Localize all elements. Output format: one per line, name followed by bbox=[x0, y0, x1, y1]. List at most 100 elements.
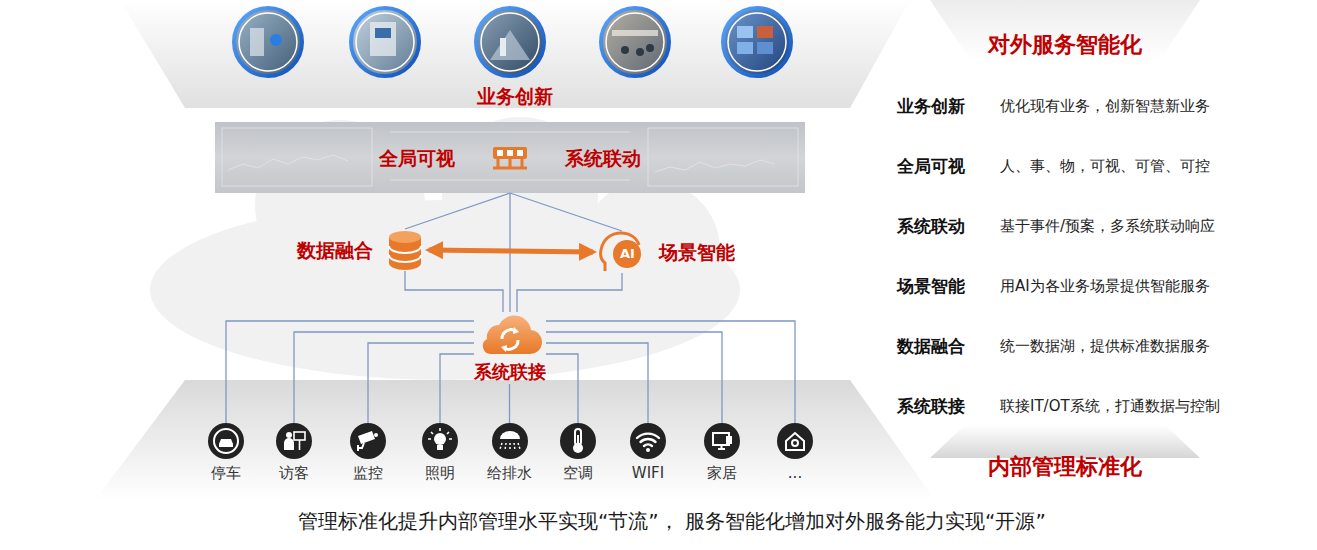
decor-svg bbox=[492, 423, 528, 459]
decor-rect bbox=[375, 28, 391, 38]
connector-line bbox=[517, 273, 622, 312]
decor-rect bbox=[517, 150, 523, 156]
device-node: 停车 bbox=[208, 423, 244, 483]
node-label: 场景智能 bbox=[659, 240, 735, 264]
floor-panel bbox=[95, 380, 935, 500]
decor-g bbox=[222, 128, 798, 186]
database-icon bbox=[387, 229, 423, 271]
system-connect-node: 系统联接 bbox=[474, 312, 546, 384]
decor-circle bbox=[356, 13, 414, 71]
node-label: 业务创新 bbox=[180, 84, 850, 108]
decor-circle bbox=[234, 8, 302, 76]
platform-band: 全局可视系统联动 bbox=[215, 122, 805, 193]
ceiling-panel bbox=[120, 0, 910, 108]
decor-circle bbox=[606, 13, 664, 71]
decor-svg bbox=[704, 423, 740, 459]
decor-circle bbox=[777, 423, 813, 459]
decor-circle bbox=[374, 433, 378, 437]
decor-path bbox=[500, 431, 520, 439]
feature-desc: 联接IT/OT系统，打通数据与控制 bbox=[1000, 395, 1220, 417]
lighting-icon bbox=[422, 423, 458, 459]
decor-rect bbox=[250, 28, 264, 56]
device-node: WIFI bbox=[630, 423, 666, 483]
decor-circle bbox=[276, 423, 312, 459]
decor-circle bbox=[728, 13, 786, 71]
decor-circle bbox=[350, 423, 386, 459]
decor-g bbox=[476, 8, 544, 76]
decor-rect bbox=[507, 150, 513, 156]
decor-circle bbox=[630, 423, 666, 459]
decor-circle bbox=[351, 8, 419, 76]
decor-path bbox=[428, 428, 452, 439]
node-label: 数据融合 bbox=[297, 238, 373, 262]
scene-ai-node: AI 场景智能 bbox=[599, 231, 735, 273]
decor-path bbox=[637, 434, 659, 446]
decor-ellipse bbox=[389, 231, 421, 243]
decor-circle bbox=[621, 46, 629, 54]
device-node: 照明 bbox=[422, 423, 458, 483]
node-label: 空调 bbox=[563, 463, 593, 483]
cloud-sync-icon bbox=[475, 312, 545, 356]
connector-line bbox=[405, 193, 510, 229]
connector-line bbox=[368, 343, 474, 423]
decor-circle bbox=[636, 48, 644, 56]
node-label: 家居 bbox=[707, 463, 737, 483]
wifi-icon bbox=[630, 423, 666, 459]
decor-path bbox=[219, 439, 233, 447]
decor-svg bbox=[560, 423, 596, 459]
feature-name: 业务创新 bbox=[897, 94, 965, 118]
node-label: 监控 bbox=[353, 463, 383, 483]
decor-path bbox=[786, 433, 804, 450]
decor-svg bbox=[208, 423, 244, 459]
node-label: 停车 bbox=[211, 463, 241, 483]
parking-icon bbox=[208, 423, 244, 459]
exchange-arrow bbox=[429, 250, 593, 252]
feature-name: 系统联接 bbox=[897, 394, 965, 418]
decor-rect bbox=[757, 42, 773, 54]
connector-line bbox=[546, 354, 578, 423]
visitor-icon bbox=[276, 423, 312, 459]
decor-circle bbox=[704, 423, 740, 459]
decor-svg bbox=[630, 423, 666, 459]
decor-circle bbox=[476, 8, 544, 76]
device-node: 监控 bbox=[350, 423, 386, 483]
feature-desc: 用AI为各业务场景提供智能服务 bbox=[1000, 275, 1210, 297]
camera-icon bbox=[350, 423, 386, 459]
icon-text: AI bbox=[620, 246, 635, 262]
node-label: WIFI bbox=[632, 463, 664, 483]
connector-line bbox=[294, 332, 474, 423]
ai-head-icon: AI bbox=[599, 231, 645, 273]
caption: 管理标准化提升内部管理水平实现“节流”， 服务智能化增加对外服务能力实现“开源” bbox=[298, 508, 1046, 534]
decor-rect bbox=[648, 128, 798, 186]
decor-circle bbox=[613, 240, 641, 268]
connector-line bbox=[509, 384, 510, 423]
node-label: 照明 bbox=[425, 463, 455, 483]
decor-circle bbox=[492, 423, 528, 459]
node-label: ... bbox=[788, 463, 802, 483]
decor-path bbox=[501, 327, 519, 352]
decor-circle bbox=[208, 423, 244, 459]
connector-line bbox=[510, 193, 622, 231]
decor-g bbox=[351, 8, 419, 76]
device-node: 空调 bbox=[560, 423, 596, 483]
decor-path bbox=[493, 159, 527, 168]
decor-svg bbox=[777, 423, 813, 459]
device-node: 给排水 bbox=[487, 423, 532, 483]
feature-desc: 统一数据湖，提供标准数据服务 bbox=[1000, 335, 1210, 357]
decor-circle bbox=[286, 432, 292, 438]
scenario-photos bbox=[234, 8, 791, 76]
decor-g bbox=[601, 8, 669, 76]
decor-path bbox=[299, 440, 301, 450]
connector-line bbox=[546, 343, 648, 423]
decor-svg bbox=[422, 423, 458, 459]
node-label: 给排水 bbox=[487, 463, 532, 483]
node-label: 系统联动 bbox=[565, 146, 641, 170]
decor-rect bbox=[497, 150, 503, 156]
decor-rect bbox=[612, 30, 658, 36]
decor-circle bbox=[422, 423, 458, 459]
node-label: 访客 bbox=[279, 463, 309, 483]
decor-rect bbox=[437, 445, 443, 450]
decor-path bbox=[358, 431, 375, 444]
water-icon bbox=[492, 423, 528, 459]
